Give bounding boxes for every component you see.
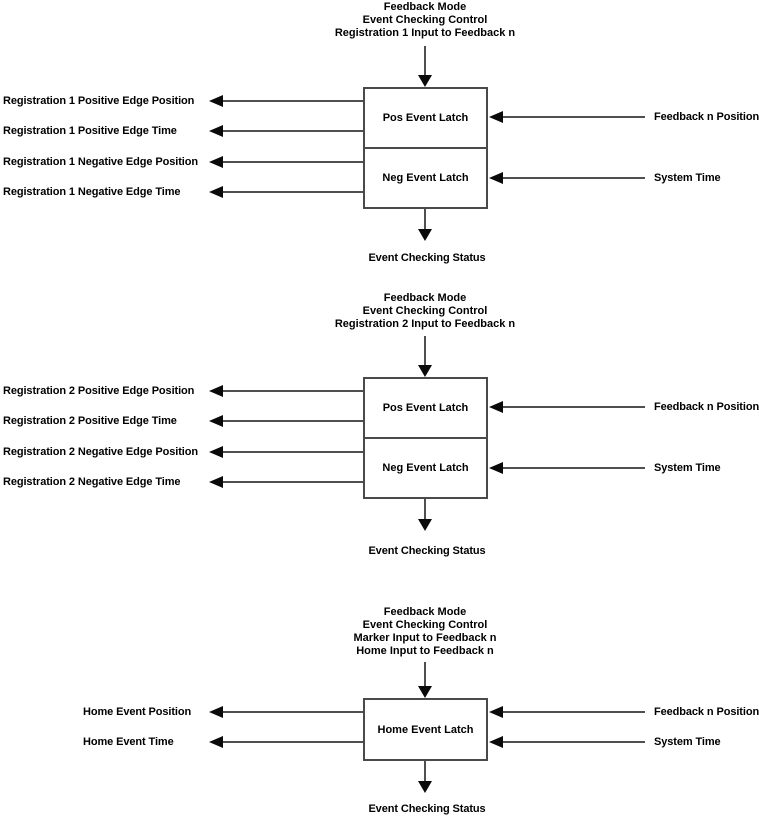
cell-label: Pos Event Latch xyxy=(382,402,469,414)
input-arrow-line xyxy=(424,662,426,687)
arrowhead-left-icon xyxy=(209,156,223,168)
cell-label: Pos Event Latch xyxy=(382,112,469,124)
input-label: System Time xyxy=(654,736,721,748)
status-arrow-line xyxy=(424,209,426,230)
output-label: Registration 1 Positive Edge Time xyxy=(3,125,177,137)
input-arrow-line xyxy=(500,177,645,179)
arrowhead-left-icon xyxy=(489,462,503,474)
output-arrow-line xyxy=(222,390,363,392)
output-arrow-line xyxy=(222,130,363,132)
section1-header: Feedback Mode Event Checking Control Reg… xyxy=(245,1,605,40)
arrowhead-left-icon xyxy=(489,736,503,748)
arrowhead-down-icon xyxy=(418,519,432,531)
input-label: Feedback n Position xyxy=(654,401,759,413)
arrowhead-left-icon xyxy=(489,401,503,413)
section2-header: Feedback Mode Event Checking Control Reg… xyxy=(245,292,605,331)
header-line: Event Checking Control xyxy=(362,305,488,317)
arrowhead-left-icon xyxy=(209,706,223,718)
output-label: Home Event Time xyxy=(83,736,174,748)
output-label: Registration 2 Negative Edge Time xyxy=(3,476,181,488)
output-arrow-line xyxy=(222,711,363,713)
cell-label: Neg Event Latch xyxy=(382,462,469,474)
output-label: Registration 1 Positive Edge Position xyxy=(3,95,195,107)
header-line: Home Input to Feedback n xyxy=(356,645,494,657)
output-label: Registration 2 Positive Edge Position xyxy=(3,385,195,397)
input-arrow-line xyxy=(500,741,645,743)
header-line: Feedback Mode xyxy=(383,1,467,13)
output-arrow-line xyxy=(222,741,363,743)
status-arrow-line xyxy=(424,499,426,520)
arrowhead-left-icon xyxy=(209,186,223,198)
cell-label: Home Event Latch xyxy=(377,723,474,736)
header-line: Event Checking Control xyxy=(362,619,488,631)
status-arrow-line xyxy=(424,761,426,782)
input-arrow-line xyxy=(500,406,645,408)
arrowhead-left-icon xyxy=(209,125,223,137)
arrowhead-down-icon xyxy=(418,781,432,793)
input-label: Feedback n Position xyxy=(654,111,759,123)
header-line: Feedback Mode xyxy=(383,292,467,304)
cell-label: Neg Event Latch xyxy=(382,172,469,184)
header-line: Marker Input to Feedback n xyxy=(353,632,497,644)
arrowhead-down-icon xyxy=(418,75,432,87)
output-label: Registration 1 Negative Edge Position xyxy=(3,156,198,168)
output-arrow-line xyxy=(222,161,363,163)
input-label: System Time xyxy=(654,172,721,184)
header-line: Feedback Mode xyxy=(383,606,467,618)
arrowhead-left-icon xyxy=(209,95,223,107)
header-line: Registration 2 Input to Feedback n xyxy=(334,318,516,330)
output-arrow-line xyxy=(222,191,363,193)
output-arrow-line xyxy=(222,481,363,483)
input-label: System Time xyxy=(654,462,721,474)
arrowhead-left-icon xyxy=(209,476,223,488)
output-label: Home Event Position xyxy=(83,706,192,718)
input-arrow-line xyxy=(424,336,426,367)
section3-header: Feedback Mode Event Checking Control Mar… xyxy=(245,606,605,658)
output-arrow-line xyxy=(222,420,363,422)
status-label: Event Checking Status xyxy=(368,252,486,264)
input-arrow-line xyxy=(424,46,426,77)
header-line: Registration 1 Input to Feedback n xyxy=(334,27,516,39)
neg-event-latch-cell: Neg Event Latch xyxy=(365,149,486,207)
input-arrow-line xyxy=(500,711,645,713)
input-arrow-line xyxy=(500,116,645,118)
input-label: Feedback n Position xyxy=(654,706,759,718)
pos-event-latch-cell: Pos Event Latch xyxy=(365,379,486,439)
pos-event-latch-cell: Pos Event Latch xyxy=(365,89,486,149)
latch-box-registration2: Pos Event Latch Neg Event Latch xyxy=(363,377,488,499)
arrowhead-down-icon xyxy=(418,229,432,241)
header-line: Event Checking Control xyxy=(362,14,488,26)
arrowhead-down-icon xyxy=(418,686,432,698)
latch-box-home: Home Event Latch xyxy=(363,698,488,761)
arrowhead-left-icon xyxy=(489,111,503,123)
arrowhead-left-icon xyxy=(209,385,223,397)
input-arrow-line xyxy=(500,467,645,469)
arrowhead-left-icon xyxy=(209,415,223,427)
output-label: Registration 2 Negative Edge Position xyxy=(3,446,198,458)
output-label: Registration 1 Negative Edge Time xyxy=(3,186,181,198)
neg-event-latch-cell: Neg Event Latch xyxy=(365,439,486,497)
arrowhead-left-icon xyxy=(209,736,223,748)
arrowhead-down-icon xyxy=(418,365,432,377)
arrowhead-left-icon xyxy=(489,706,503,718)
output-arrow-line xyxy=(222,100,363,102)
home-event-latch-cell: Home Event Latch xyxy=(365,700,486,759)
arrowhead-left-icon xyxy=(209,446,223,458)
latch-box-registration1: Pos Event Latch Neg Event Latch xyxy=(363,87,488,209)
output-arrow-line xyxy=(222,451,363,453)
output-label: Registration 2 Positive Edge Time xyxy=(3,415,177,427)
status-label: Event Checking Status xyxy=(368,545,486,557)
arrowhead-left-icon xyxy=(489,172,503,184)
status-label: Event Checking Status xyxy=(368,803,486,815)
